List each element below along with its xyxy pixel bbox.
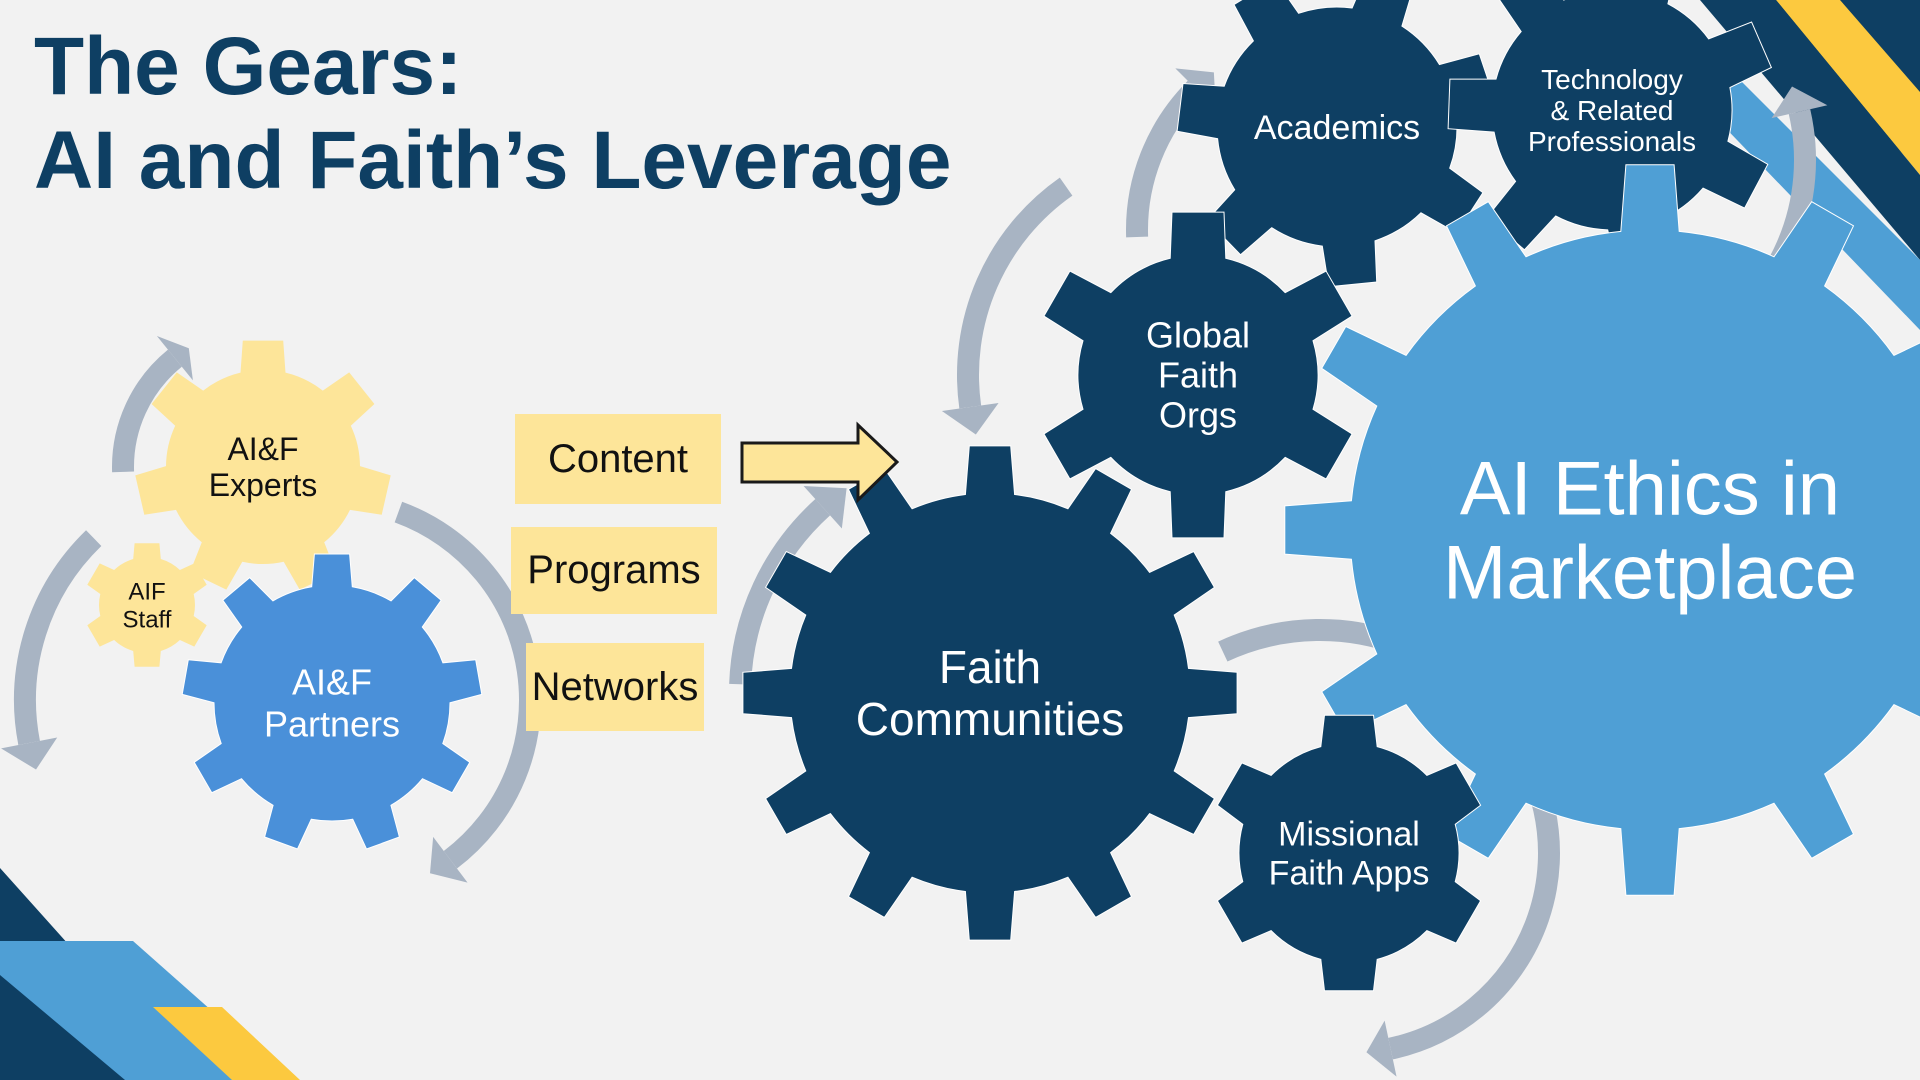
rotation-arrow-staff-down-shaft <box>14 530 102 746</box>
gear-label-line: AI Ethics in <box>1460 447 1840 532</box>
gear-missional-apps <box>1216 714 1482 992</box>
gear-label-line: Faith <box>1158 355 1238 396</box>
output-content-box: Content <box>515 414 721 504</box>
gear-faith-communities <box>742 445 1238 941</box>
gear-label-line: AIF <box>128 578 165 605</box>
rotation-arrow-technology-up-head <box>1771 86 1828 119</box>
gear-label-line: AI&F <box>227 431 298 467</box>
title-line-1: The Gears: <box>34 21 463 112</box>
slide-title: The Gears: AI and Faith’s Leverage <box>34 20 951 208</box>
gear-label-line: Academics <box>1254 109 1420 147</box>
gear-label-line: Staff <box>123 606 172 633</box>
gear-marketplace <box>1284 164 1920 896</box>
corner-stripe-yellow-bottom <box>153 1007 300 1080</box>
gear-label-line: Technology <box>1541 64 1683 95</box>
gear-label-academics: Academics <box>1254 109 1420 147</box>
rotation-arrow-experts-up-head <box>156 335 193 381</box>
rotation-arrow-global-down-head <box>941 403 999 435</box>
rotation-arrow-missional-down-head <box>1366 1020 1397 1077</box>
gear-label-line: Marketplace <box>1443 531 1857 616</box>
gear-label-line: Professionals <box>1528 126 1696 157</box>
rotation-arrow-staff-down-head <box>1 737 58 770</box>
gear-label-line: Global <box>1146 315 1250 356</box>
gear-label-line: Faith <box>939 641 1041 693</box>
gear-label-line: Missional <box>1278 815 1420 853</box>
gear-label-line: Experts <box>209 467 317 503</box>
rotation-arrow-experts-up-shaft <box>112 349 182 473</box>
gear-label-line: Partners <box>264 704 400 745</box>
gear-label-line: Faith Apps <box>1269 854 1430 892</box>
gear-label-line: & Related <box>1551 95 1674 126</box>
rotation-arrow-faith-up-shaft <box>729 499 831 685</box>
rotation-arrow-faith-up-head <box>803 485 847 529</box>
gear-label-line: Communities <box>856 693 1124 745</box>
gear-technology <box>1447 0 1773 276</box>
output-networks-label: Networks <box>531 664 699 709</box>
gear-staff <box>87 543 207 667</box>
output-programs-label: Programs <box>527 548 701 592</box>
gear-label-line: Orgs <box>1159 395 1237 436</box>
gear-label-line: AI&F <box>292 662 372 703</box>
gear-partners <box>181 553 483 850</box>
output-networks-box: Networks <box>526 643 704 731</box>
title-line-2: AI and Faith’s Leverage <box>34 115 952 206</box>
gear-experts <box>135 340 391 590</box>
gear-global-faith-orgs <box>1043 211 1353 539</box>
rotation-arrow-partners-down-head <box>430 836 468 883</box>
output-programs-box: Programs <box>511 527 717 614</box>
output-content-label: Content <box>547 436 689 481</box>
right-arrow-icon <box>740 421 900 504</box>
rotation-arrow-global-down-shaft <box>957 177 1073 409</box>
